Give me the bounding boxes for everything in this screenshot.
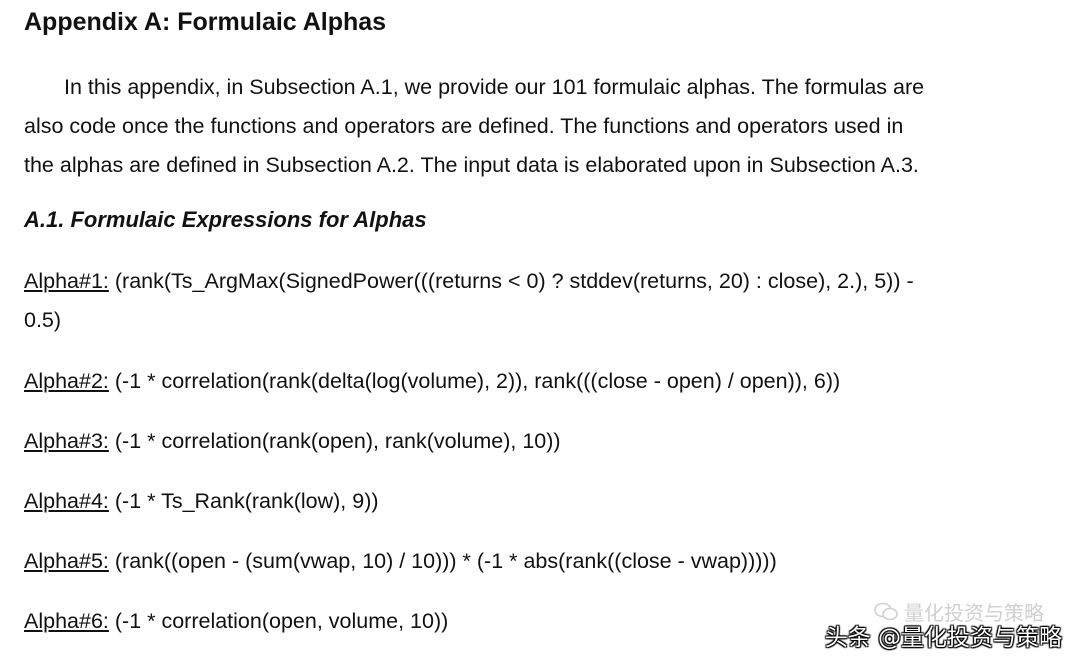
alpha-formula: (-1 * Ts_Rank(rank(low), 9)): [114, 489, 379, 513]
alpha-label: Alpha#5:: [24, 549, 109, 573]
alpha-formula: (-1 * correlation(open, volume, 10)): [114, 609, 449, 633]
intro-line: the alphas are defined in Subsection A.2…: [24, 153, 919, 177]
wechat-icon: [874, 602, 898, 622]
alpha-entry-5: Alpha#5: (rank((open - (sum(vwap, 10) / …: [24, 542, 777, 581]
alpha-formula-continuation: 0.5): [24, 308, 62, 332]
alpha-label: Alpha#3:: [24, 429, 109, 453]
alpha-label: Alpha#2:: [24, 369, 109, 393]
alpha-entry-4: Alpha#4: (-1 * Ts_Rank(rank(low), 9)): [24, 482, 379, 521]
alpha-formula: (rank(Ts_ArgMax(SignedPower(((returns < …: [114, 269, 914, 293]
intro-paragraph: In this appendix, in Subsection A.1, we …: [24, 68, 1069, 185]
alpha-entry-1: Alpha#1: (rank(Ts_ArgMax(SignedPower(((r…: [24, 262, 914, 340]
alpha-formula: (-1 * correlation(rank(open), rank(volum…: [114, 429, 561, 453]
watermark-faint-text: 量化投资与策略: [904, 601, 1044, 625]
alpha-formula: (-1 * correlation(rank(delta(log(volume)…: [114, 369, 841, 393]
alpha-entry-2: Alpha#2: (-1 * correlation(rank(delta(lo…: [24, 362, 840, 401]
appendix-heading: Appendix A: Formulaic Alphas: [24, 8, 387, 36]
alpha-label: Alpha#6:: [24, 609, 109, 633]
alpha-entry-6: Alpha#6: (-1 * correlation(open, volume,…: [24, 602, 448, 641]
watermark-faint: 量化投资与策略: [874, 597, 1044, 626]
section-subheading: A.1. Formulaic Expressions for Alphas: [24, 207, 427, 232]
intro-line: In this appendix, in Subsection A.1, we …: [64, 75, 925, 99]
alpha-entry-3: Alpha#3: (-1 * correlation(rank(open), r…: [24, 422, 561, 461]
watermark-text: 头条 @量化投资与策略: [824, 625, 1062, 651]
alpha-formula: (rank((open - (sum(vwap, 10) / 10))) * (…: [114, 549, 777, 573]
alpha-label: Alpha#1:: [24, 269, 109, 293]
alpha-label: Alpha#4:: [24, 489, 109, 513]
watermark: 头条 @量化投资与策略: [825, 618, 1062, 652]
intro-line: also code once the functions and operato…: [24, 114, 904, 138]
